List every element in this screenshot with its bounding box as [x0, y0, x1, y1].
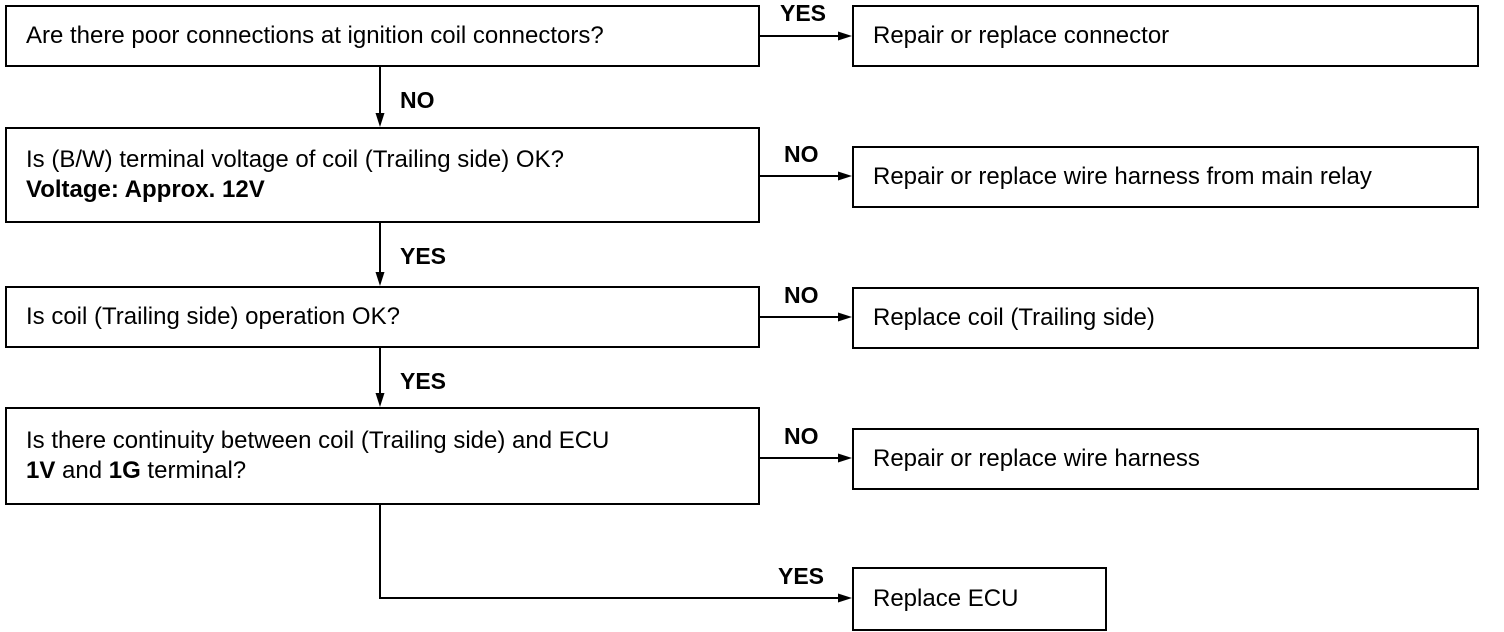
question-text: Are there poor connections at ignition c… [26, 22, 604, 49]
action-text: Repair or replace wire harness from main… [873, 163, 1372, 190]
arrowhead-a1 [838, 31, 852, 41]
action-box-repair-connector: Repair or replace connector [852, 5, 1479, 67]
branch-label-no: NO [784, 141, 819, 167]
terminal-suffix: terminal? [140, 457, 247, 484]
branch-label-yes: YES [400, 368, 447, 394]
connector-q4-a5 [379, 504, 842, 599]
question-text: Is there continuity between coil (Traili… [26, 427, 610, 454]
question-box-continuity: Is there continuity between coil (Traili… [5, 407, 760, 505]
arrowhead-a5 [838, 593, 852, 603]
terminal-1g: 1G [108, 457, 141, 484]
terminal-separator: and [55, 457, 109, 484]
question-box-coil-operation: Is coil (Trailing side) operation OK? [5, 286, 760, 348]
terminal-1v: 1V [26, 457, 56, 484]
branch-label-yes: YES [400, 243, 447, 269]
action-box-repair-harness-main-relay: Repair or replace wire harness from main… [852, 146, 1479, 208]
action-text: Repair or replace wire harness [873, 445, 1200, 472]
question-text: Is coil (Trailing side) operation OK? [26, 303, 400, 330]
question-text-terminals: 1V and 1G terminal? [26, 456, 758, 486]
branch-label-no: NO [400, 87, 435, 113]
question-box-terminal-voltage: Is (B/W) terminal voltage of coil (Trail… [5, 127, 760, 223]
arrowhead-a2 [838, 171, 852, 181]
action-text: Replace coil (Trailing side) [873, 304, 1155, 331]
arrowhead-q3 [375, 272, 385, 286]
arrowhead-q2 [375, 113, 385, 127]
branch-label-yes: YES [780, 0, 827, 26]
branch-label-no: NO [784, 282, 819, 308]
branch-label-yes: YES [778, 563, 825, 589]
arrowhead-a3 [838, 312, 852, 322]
action-box-repair-harness: Repair or replace wire harness [852, 428, 1479, 490]
arrowhead-q4 [375, 393, 385, 407]
action-text: Replace ECU [873, 585, 1019, 612]
question-text: Is (B/W) terminal voltage of coil (Trail… [26, 146, 564, 173]
arrowhead-a4 [838, 453, 852, 463]
action-box-replace-ecu: Replace ECU [852, 567, 1107, 631]
branch-label-no: NO [784, 423, 819, 449]
action-text: Repair or replace connector [873, 22, 1170, 49]
voltage-spec: Voltage: Approx. 12V [26, 176, 265, 203]
action-box-replace-coil: Replace coil (Trailing side) [852, 287, 1479, 349]
question-box-connectors: Are there poor connections at ignition c… [5, 5, 760, 67]
